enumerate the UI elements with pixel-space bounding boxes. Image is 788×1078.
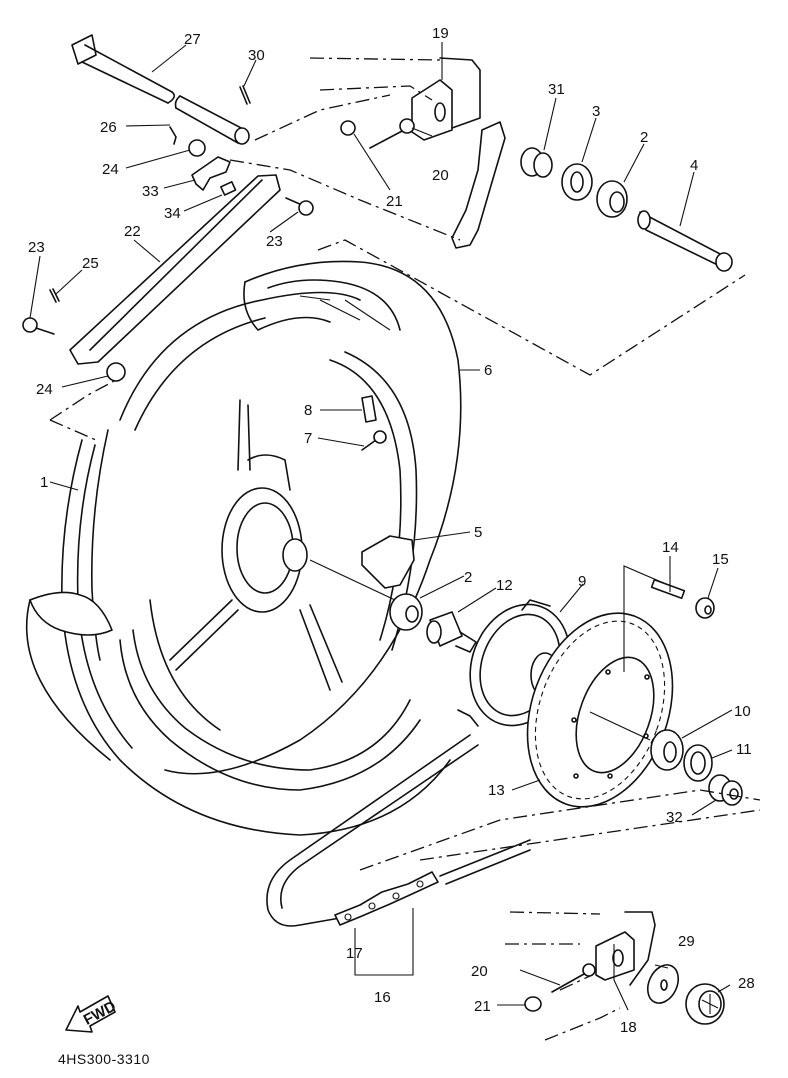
part-26-pin: [169, 126, 177, 145]
part-20-adjust-bolt-top: [369, 118, 415, 149]
part-29-washer: [646, 964, 680, 1004]
callout-3: 3: [592, 103, 600, 120]
part-6-tire: [164, 260, 462, 775]
callout-15: 15: [712, 551, 729, 568]
part-23-bolt-left: [22, 317, 55, 335]
axle-centerline: [589, 711, 651, 741]
guide-line: [319, 85, 433, 101]
part-16-drive-chain: [266, 734, 531, 927]
guide-line: [309, 57, 441, 61]
callout-25: 25: [82, 255, 99, 272]
guide-line: [229, 159, 461, 241]
callout-22: 22: [124, 223, 141, 240]
callout-28: 28: [738, 975, 755, 992]
part-23-bolt-right: [285, 197, 314, 216]
callout-7: 7: [304, 430, 312, 447]
callout-24-top: 24: [102, 161, 119, 178]
callout-19: 19: [432, 25, 449, 42]
part-20-adjust-bolt-bottom: [551, 963, 596, 993]
part-24-collar-bottom: [106, 362, 126, 382]
callout-2-top: 2: [640, 129, 648, 146]
chain-bracket: [354, 908, 414, 976]
part-24-collar-top: [188, 139, 206, 157]
caliper-bracket: [451, 121, 506, 249]
callout-9: 9: [578, 573, 586, 590]
callout-11: 11: [736, 741, 752, 758]
callout-leaders: [29, 42, 733, 1011]
part-34-plate: [220, 181, 237, 196]
callout-8: 8: [304, 402, 312, 419]
callout-4: 4: [690, 157, 698, 174]
callout-29: 29: [678, 933, 695, 950]
callout-20-top: 20: [432, 167, 449, 184]
part-2-bearing-lower: [389, 593, 423, 631]
part-21-nut-bottom: [524, 996, 542, 1012]
callout-12: 12: [496, 577, 513, 594]
callout-18: 18: [620, 1019, 637, 1036]
guide-line: [359, 789, 761, 871]
axle-centerline: [309, 559, 396, 601]
guide-line: [317, 239, 746, 376]
part-13-rear-sprocket: [526, 612, 674, 808]
guide-line: [49, 379, 117, 421]
part-14-stud-bolt: [650, 578, 686, 600]
fwd-direction-arrow: FWD: [65, 995, 119, 1033]
guide-line: [49, 419, 97, 441]
part-25-cotter-pin: [49, 288, 60, 303]
guide-line: [254, 94, 391, 141]
callout-17: 17: [346, 945, 363, 962]
callout-33: 33: [142, 183, 159, 200]
part-30-cotter-pin: [239, 85, 251, 105]
drawing-code: 4HS300-3310: [58, 1051, 150, 1067]
callout-20-bottom: 20: [471, 963, 488, 980]
part-31-collar: [520, 147, 553, 178]
callout-14: 14: [662, 539, 679, 556]
part-28-axle-nut: [685, 983, 725, 1025]
callout-10: 10: [734, 703, 751, 720]
part-18-adjuster-block: [595, 911, 656, 986]
callout-27: 27: [184, 31, 201, 48]
part-12-collar: [426, 611, 477, 653]
callout-31: 31: [548, 81, 565, 98]
part-27-pivot-shaft: [71, 34, 250, 145]
part-11-oil-seal: [683, 744, 713, 782]
callout-2-lower: 2: [464, 569, 472, 586]
callout-16: 16: [374, 989, 391, 1006]
callout-23-right: 23: [266, 233, 283, 250]
guide-line: [505, 911, 601, 991]
part-32-collar: [708, 774, 743, 806]
callout-21-bottom: 21: [474, 998, 491, 1015]
guide-line: [544, 1007, 621, 1041]
callout-5: 5: [474, 524, 482, 541]
callout-13: 13: [488, 782, 505, 799]
part-33-bracket: [191, 156, 231, 191]
callout-6: 6: [484, 362, 492, 379]
callout-26: 26: [100, 119, 117, 136]
part-15-nut: [695, 597, 715, 619]
part-3-oil-seal: [561, 163, 593, 201]
callout-21-top: 21: [386, 193, 403, 210]
part-8-balance-weight: [361, 395, 377, 423]
part-1-wheel-rim: [25, 291, 451, 836]
callout-1: 1: [40, 474, 48, 491]
callout-34: 34: [164, 205, 181, 222]
callout-30: 30: [248, 47, 265, 64]
callout-32: 32: [666, 809, 683, 826]
callout-23-left: 23: [28, 239, 45, 256]
part-19-adjuster-block: [411, 57, 481, 141]
part-4-collar-shaft: [637, 210, 733, 272]
part-22-tension-bar: [69, 174, 281, 365]
part-5-damper: [361, 535, 415, 589]
part-21-nut-top: [340, 120, 356, 136]
part-10-bearing: [650, 729, 684, 771]
callout-24-bottom: 24: [36, 381, 53, 398]
part-7-valve: [361, 430, 387, 451]
part-2-bearing-top: [596, 180, 628, 218]
callout-labels: 27 30 19 26 24 33 34 20 21 31 3 2 4 22 2…: [28, 25, 755, 1036]
